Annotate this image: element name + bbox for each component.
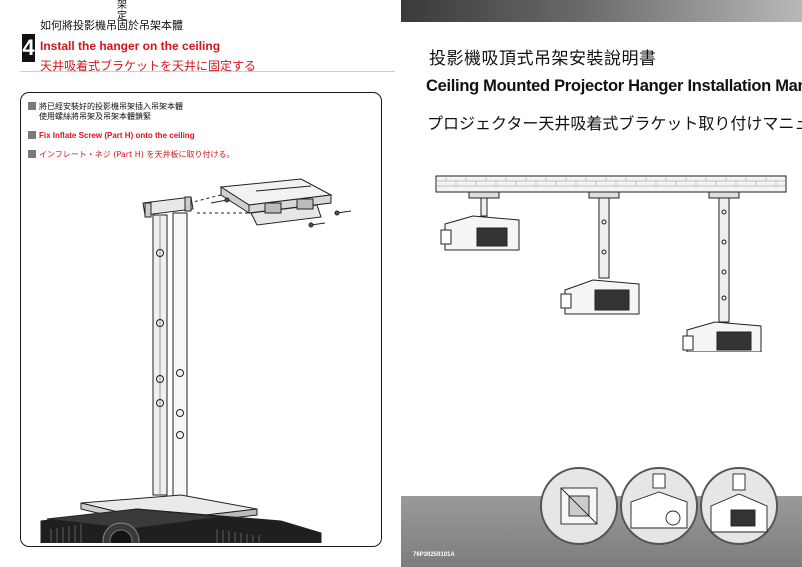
header-band <box>401 0 802 22</box>
hanger-illustration <box>40 178 352 543</box>
instruction-zh: 將已經安裝好的投影機吊架插入吊架本體 使用螺絲將吊架及吊架本體鎖緊 <box>28 102 183 122</box>
step-title-jp: 天井吸着式ブラケットを天井に固定する <box>40 59 257 73</box>
step-title-zh: 如何將投影機吊固於吊架本體 <box>40 19 183 32</box>
left-page: 架定 4 如何將投影機吊固於吊架本體 Install the hanger on… <box>0 0 400 567</box>
detail-circles <box>540 467 778 545</box>
step-note: 架定 <box>117 0 127 22</box>
bullet-square-icon <box>28 102 36 110</box>
bullet-square-icon <box>28 150 36 158</box>
right-page: 投影機吸頂式吊架安裝說明書 Ceiling Mounted Projector … <box>401 0 802 567</box>
bullet-square-icon <box>28 131 36 139</box>
instruction-panel: 將已經安裝好的投影機吊架插入吊架本體 使用螺絲將吊架及吊架本體鎖緊 Fix In… <box>20 92 382 547</box>
title-en: Ceiling Mounted Projector Hanger Install… <box>426 77 802 95</box>
instruction-en: Fix Inflate Screw (Part H) onto the ceil… <box>28 131 195 141</box>
divider <box>20 71 395 72</box>
projector-heights-illustration <box>435 175 787 352</box>
instruction-zh-sub: 使用螺絲將吊架及吊架本體鎖緊 <box>39 112 151 121</box>
step-header: 架定 4 如何將投影機吊固於吊架本體 Install the hanger on… <box>0 0 400 73</box>
instruction-jp: インフレート・ネジ (Part H) を天井板に取り付ける。 <box>28 150 234 160</box>
step-number: 4 <box>22 34 35 62</box>
part-code: 76P30250101A <box>413 552 455 558</box>
title-zh: 投影機吸頂式吊架安裝說明書 <box>429 49 657 69</box>
step-title-en: Install the hanger on the ceiling <box>40 39 221 53</box>
title-jp: プロジェクター天井吸着式ブラケット取り付けマニュアル <box>427 114 802 133</box>
